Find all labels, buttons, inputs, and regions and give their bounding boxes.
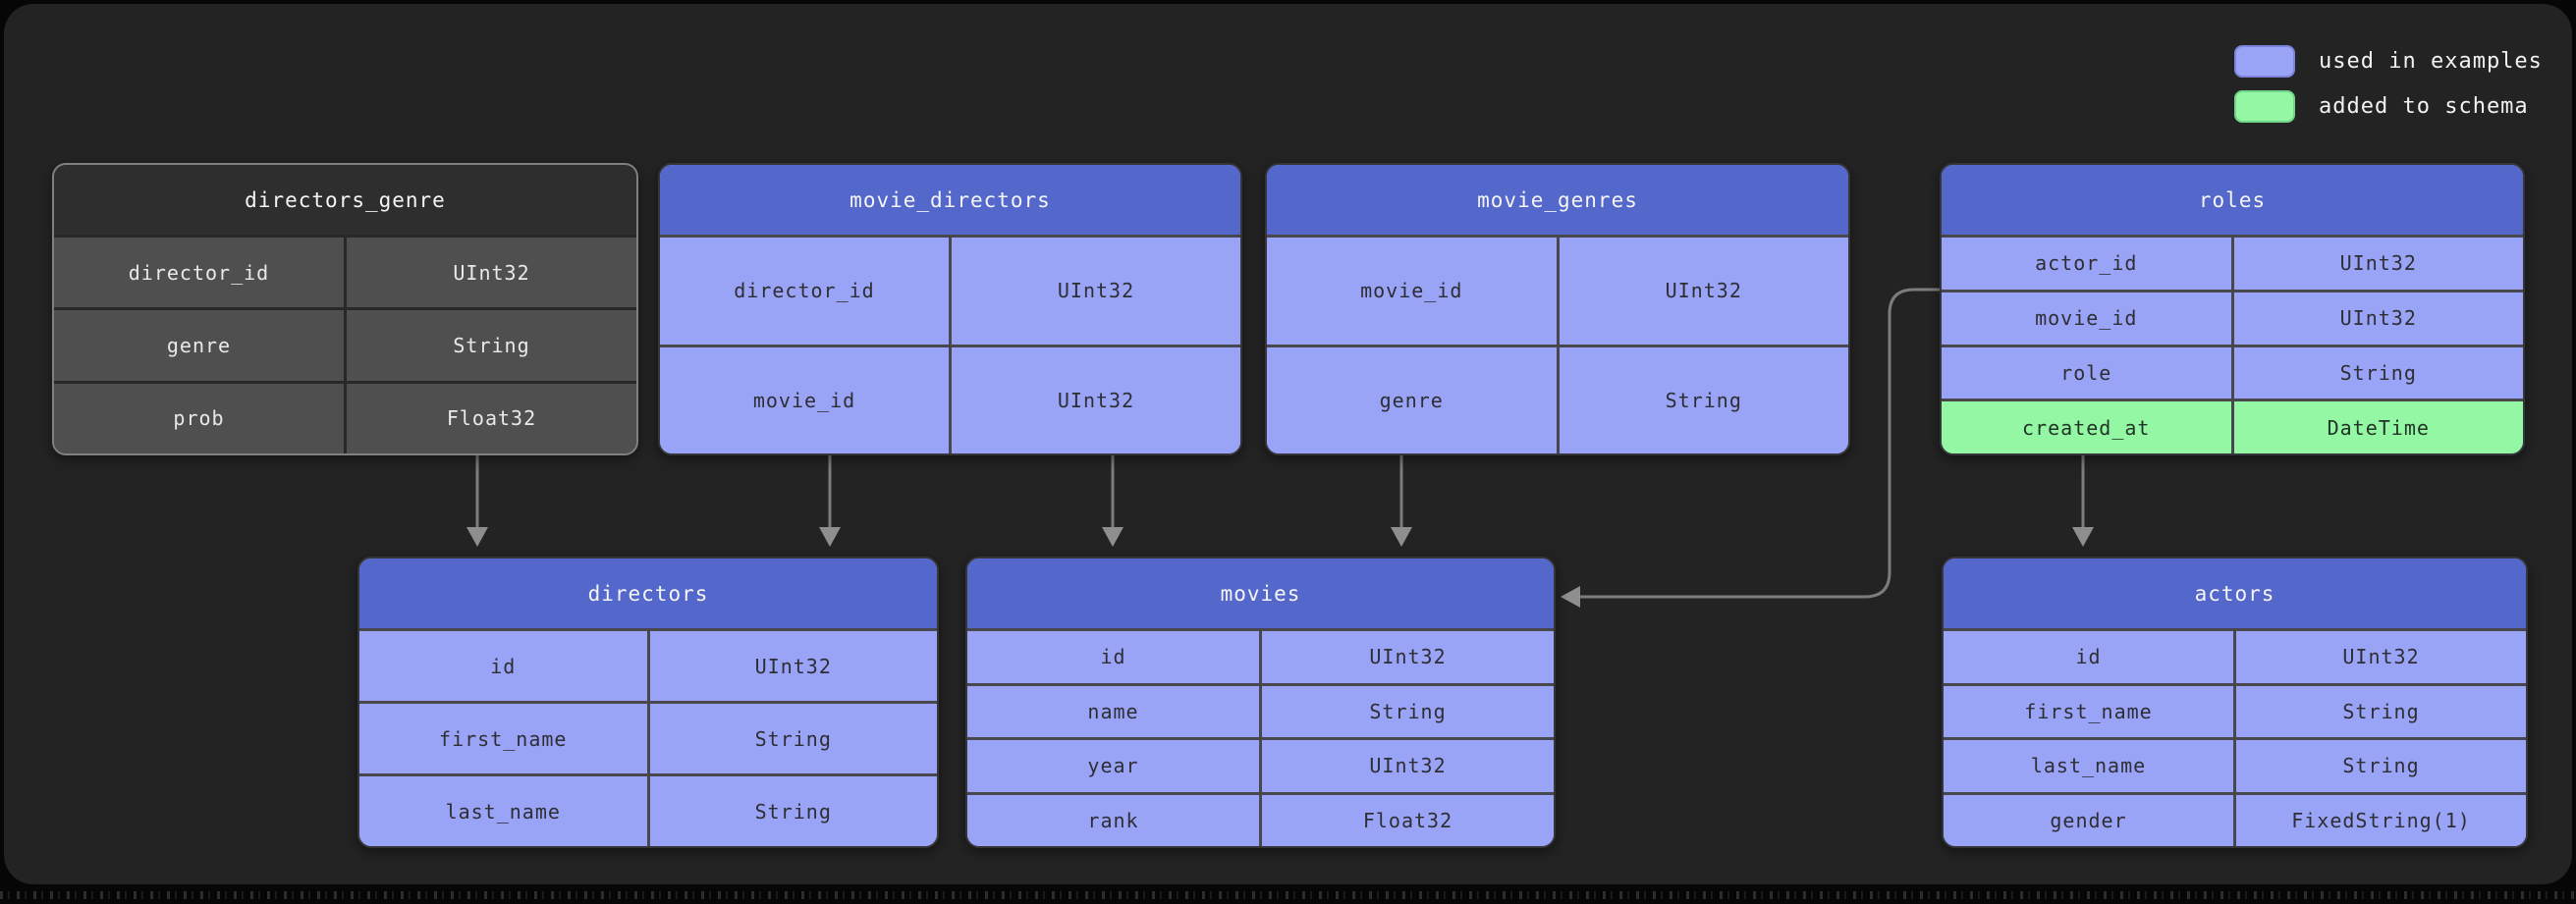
column-name-cell: genre xyxy=(166,333,232,357)
column-name-cell: movie_id xyxy=(1360,279,1463,303)
column-name-cell: id xyxy=(490,654,517,678)
column-type-cell: String xyxy=(1259,685,1554,737)
table-row: first_name String xyxy=(1944,682,2526,737)
table-row: director_id UInt32 xyxy=(54,235,636,308)
column-type-cell: UInt32 xyxy=(646,631,938,701)
table-row: year UInt32 xyxy=(967,737,1554,792)
column-type-cell: String xyxy=(2230,346,2524,399)
column-type-cell: FixedString(1) xyxy=(2233,794,2526,846)
table-movie_genres: movie_genres movie_id UInt32 genre Strin… xyxy=(1265,163,1850,455)
table-row: movie_id UInt32 xyxy=(660,344,1240,453)
column-name-cell: name xyxy=(1087,699,1139,723)
table-title: directors xyxy=(359,558,937,628)
column-type-cell: String xyxy=(646,704,938,773)
table-movies: movies id UInt32 name String year UInt32… xyxy=(965,557,1556,848)
legend-label: used in examples xyxy=(2319,49,2543,74)
legend-label: added to schema xyxy=(2319,94,2529,119)
table-row: rank Float32 xyxy=(967,791,1554,846)
column-type-cell: String xyxy=(2233,685,2526,737)
column-name-cell: prob xyxy=(173,406,225,431)
table-roles: roles actor_id UInt32 movie_id UInt32 ro… xyxy=(1940,163,2525,455)
column-name-cell: movie_id xyxy=(2035,306,2138,331)
column-type-cell: UInt32 xyxy=(1556,238,1849,345)
table-row: name String xyxy=(967,682,1554,737)
column-type-cell: String xyxy=(1556,346,1849,453)
column-type-cell: DateTime xyxy=(2230,401,2524,453)
table-row: id UInt32 xyxy=(359,628,937,701)
column-type-cell: UInt32 xyxy=(949,238,1240,345)
legend-swatch-blue xyxy=(2234,45,2295,78)
column-type-cell: String xyxy=(2233,740,2526,792)
column-name-cell: id xyxy=(2075,645,2102,669)
column-type-cell: String xyxy=(344,310,636,381)
table-row: gender FixedString(1) xyxy=(1944,791,2526,846)
column-name-cell: id xyxy=(1100,645,1126,669)
table-title: roles xyxy=(1942,165,2523,235)
column-type-cell: UInt32 xyxy=(344,238,636,308)
column-type-cell: UInt32 xyxy=(2230,292,2524,345)
table-directors: directors id UInt32 first_name String la… xyxy=(357,557,939,848)
column-name-cell: actor_id xyxy=(2035,251,2138,276)
column-type-cell: UInt32 xyxy=(2230,238,2524,290)
column-name-cell: first_name xyxy=(439,726,568,751)
table-directors_genre: directors_genre director_id UInt32 genre… xyxy=(52,163,638,455)
table-row: last_name String xyxy=(1944,737,2526,792)
column-type-cell: UInt32 xyxy=(949,346,1240,453)
table-title: actors xyxy=(1944,558,2526,628)
table-row: id UInt32 xyxy=(967,628,1554,683)
column-type-cell: Float32 xyxy=(1259,794,1554,846)
column-type-cell: String xyxy=(646,776,938,846)
column-type-cell: UInt32 xyxy=(2233,631,2526,683)
legend: used in examples added to schema xyxy=(2234,45,2543,123)
table-row: first_name String xyxy=(359,701,937,773)
table-row: movie_id UInt32 xyxy=(1942,289,2524,345)
column-name-cell: director_id xyxy=(734,279,875,303)
column-name-cell: last_name xyxy=(2030,754,2147,778)
legend-item-used-in-examples: used in examples xyxy=(2234,45,2543,78)
table-row: genre String xyxy=(54,307,636,381)
column-name-cell: first_name xyxy=(2024,699,2153,723)
bottom-grain-edge xyxy=(0,891,2576,899)
table-row: movie_id UInt32 xyxy=(1267,235,1848,345)
column-name-cell: director_id xyxy=(128,260,270,285)
table-title: directors_genre xyxy=(54,165,636,235)
table-row: prob Float32 xyxy=(54,380,636,453)
table-movie_directors: movie_directors director_id UInt32 movie… xyxy=(658,163,1242,455)
table-row-added-to-schema: created_at DateTime xyxy=(1942,399,2523,453)
column-name-cell: year xyxy=(1087,754,1139,778)
table-row: actor_id UInt32 xyxy=(1942,235,2523,290)
legend-swatch-green xyxy=(2234,90,2295,123)
legend-item-added-to-schema: added to schema xyxy=(2234,90,2543,123)
column-name-cell: genre xyxy=(1379,388,1444,412)
table-row: director_id UInt32 xyxy=(660,235,1240,345)
column-name-cell: movie_id xyxy=(752,388,856,412)
table-row: genre String xyxy=(1267,344,1849,453)
column-name-cell: gender xyxy=(2050,808,2127,832)
table-title: movie_genres xyxy=(1267,165,1848,235)
table-row: role String xyxy=(1942,344,2524,399)
column-name-cell: created_at xyxy=(2022,415,2151,440)
column-name-cell: last_name xyxy=(445,799,561,824)
table-row: id UInt32 xyxy=(1944,628,2526,683)
table-actors: actors id UInt32 first_name String last_… xyxy=(1942,557,2528,848)
column-type-cell: Float32 xyxy=(344,383,636,453)
column-name-cell: role xyxy=(2060,360,2112,385)
table-title: movies xyxy=(967,558,1554,628)
table-title: movie_directors xyxy=(660,165,1240,235)
column-type-cell: UInt32 xyxy=(1259,740,1554,792)
table-row: last_name String xyxy=(359,773,937,846)
column-type-cell: UInt32 xyxy=(1259,631,1554,683)
column-name-cell: rank xyxy=(1087,808,1139,832)
